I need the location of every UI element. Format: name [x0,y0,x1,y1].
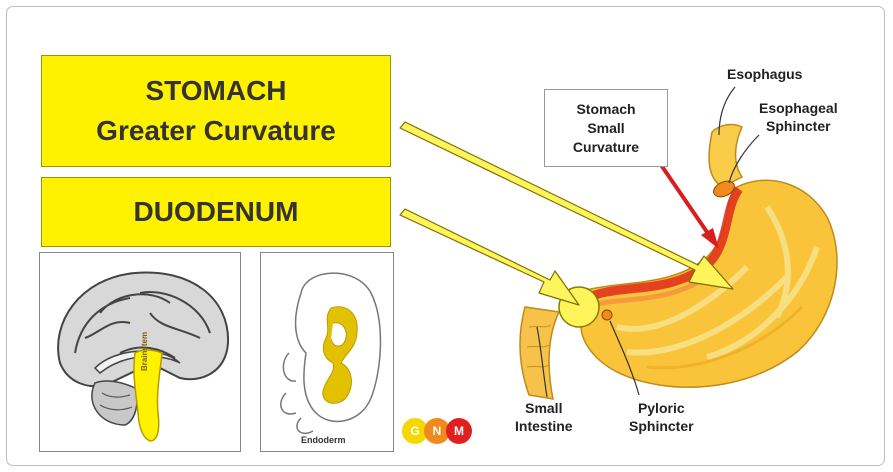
esophagus-label: Esophagus [727,65,802,83]
pyloric-sphincter-label: Pyloric Sphincter [629,399,694,435]
pyloric-sphincter-line-1: Pyloric [629,399,694,417]
small-intestine-line-1: Small [515,399,573,417]
pyloric-sphincter-shape [602,310,612,320]
gnm-logo: G N M [402,418,482,446]
figure-frame: STOMACH Greater Curvature DUODENUM Brain… [6,6,885,466]
endoderm-caption: Endoderm [301,435,346,445]
duodenum-bulb [559,287,599,327]
small-curvature-band [585,189,739,299]
greater-curvature-title: Greater Curvature [96,111,336,151]
duodenum-box: DUODENUM [41,177,391,247]
gnm-logo-m: M [446,418,472,444]
small-intestine-label: Small Intestine [515,399,573,435]
embryo-illustration: Endoderm [260,252,394,452]
small-intestine-line-2: Intestine [515,417,573,435]
stomach-title: STOMACH [145,71,286,111]
stomach-small-curvature-label: Stomach Small Curvature [544,89,668,167]
small-curvature-arrow [659,162,707,232]
esophageal-sphincter-line-2: Sphincter [759,117,838,135]
esophageal-sphincter-shape [711,178,737,200]
esophagus-shape [709,125,742,187]
small-curvature-line-2: Small [587,119,624,138]
esophageal-sphincter-line-1: Esophageal [759,99,838,117]
brainstem-caption: Brainstem [140,332,149,371]
stomach-shape [567,180,837,387]
pyloric-sphincter-line-2: Sphincter [629,417,694,435]
stomach-greater-curvature-box: STOMACH Greater Curvature [41,55,391,167]
brain-illustration: Brainstem [39,252,241,452]
small-intestine-shape [520,307,559,399]
esophageal-sphincter-label: Esophageal Sphincter [759,99,838,135]
duodenum-arrow [400,209,579,305]
embryo-drawing [261,253,393,451]
small-curvature-line-3: Curvature [573,138,639,157]
small-curvature-line-1: Stomach [576,100,635,119]
duodenum-title: DUODENUM [134,196,299,228]
